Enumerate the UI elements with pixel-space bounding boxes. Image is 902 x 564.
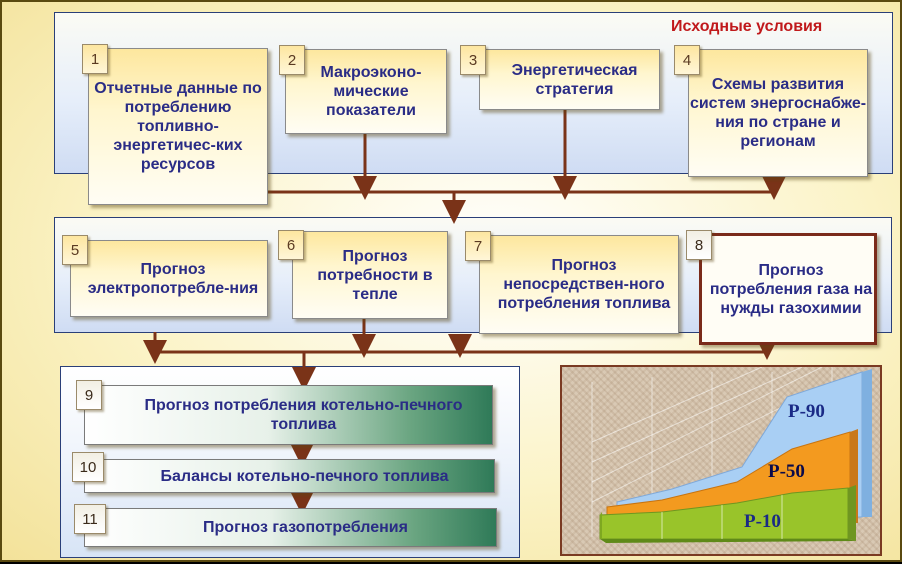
forecast-box-6: Прогноз потребности в тепле	[292, 231, 448, 319]
source-box-4-text: Схемы развития систем энергоснабже-ния п…	[689, 76, 867, 150]
series-label-p50: Р-50	[768, 461, 805, 482]
forecast-box-7: Прогноз непосредствен-ного потребления т…	[479, 235, 679, 334]
source-box-1-text: Отчетные данные по потреблению топливно-…	[94, 80, 262, 173]
badge-2: 2	[279, 45, 305, 75]
result-box-11-text: Прогноз газопотребления	[203, 519, 408, 536]
result-box-11: Прогноз газопотребления	[84, 508, 497, 547]
source-conditions-title: Исходные условия	[671, 18, 823, 35]
forecast-box-8-text: Прогноз потребления газа на нужды газохи…	[709, 261, 873, 317]
forecast-box-5: Прогноз электропотребле-ния	[70, 240, 268, 317]
source-box-4: Схемы развития систем энергоснабже-ния п…	[688, 49, 868, 177]
scenario-chart-graphic	[591, 367, 872, 543]
badge-1: 1	[82, 44, 108, 74]
series-label-p10: Р-10	[744, 511, 781, 532]
forecast-box-5-text: Прогноз электропотребле-ния	[87, 260, 259, 297]
source-box-2: Макроэконо-мические показатели	[285, 49, 447, 134]
badge-4: 4	[674, 45, 700, 75]
result-box-10: Балансы котельно-печного топлива	[84, 459, 495, 493]
source-box-2-text: Макроэконо-мические показатели	[320, 64, 422, 119]
badge-11: 11	[74, 504, 106, 534]
forecast-box-7-text: Прогноз непосредствен-ного потребления т…	[497, 257, 671, 312]
series-label-p90: Р-90	[788, 401, 825, 422]
badge-8: 8	[686, 230, 712, 260]
badge-6: 6	[278, 230, 304, 260]
forecast-box-6-text: Прогноз потребности в тепле	[317, 247, 433, 303]
badge-7: 7	[465, 231, 491, 261]
badge-3: 3	[460, 45, 486, 75]
badge-9: 9	[76, 380, 102, 410]
source-box-3: Энергетическая стратегия	[479, 49, 660, 110]
forecast-box-8: Прогноз потребления газа на нужды газохи…	[699, 233, 877, 345]
scenario-chart: Р-90 Р-50 Р-10	[560, 365, 882, 556]
result-box-9: Прогноз потребления котельно-печного топ…	[84, 385, 493, 445]
badge-5: 5	[62, 235, 88, 265]
source-box-1: Отчетные данные по потреблению топливно-…	[88, 48, 268, 205]
result-box-9-text: Прогноз потребления котельно-печного топ…	[144, 397, 463, 433]
badge-10: 10	[72, 452, 104, 482]
source-box-3-text: Энергетическая стратегия	[511, 61, 638, 98]
result-box-10-text: Балансы котельно-печного топлива	[160, 467, 449, 485]
